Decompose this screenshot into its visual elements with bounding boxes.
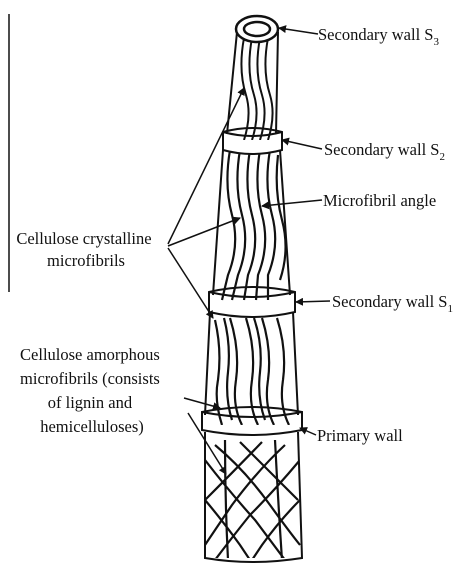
label-cellulose-amorphous: Cellulose amorphous microfibrils (consis… [20,345,164,436]
secondary-wall-s3-opening [236,16,278,42]
label-cellulose-crystalline: Cellulose crystalline microfibrils [16,229,155,270]
label-primary-wall: Primary wall [317,426,403,445]
pointer-microfibril-angle [262,200,322,206]
pointer-crystalline-3 [168,248,213,318]
secondary-wall-s3-section [227,32,278,140]
label-microfibril-angle: Microfibril angle [323,191,436,210]
secondary-wall-s1-ring [209,287,295,317]
pointer-s1 [296,301,330,302]
pointer-primary-wall [300,428,316,435]
pointer-s2 [282,140,322,149]
secondary-wall-s2-ring [223,128,282,154]
pointer-amorphous-1 [184,398,220,408]
label-secondary-wall-s2: Secondary wall S2 [324,140,445,163]
label-secondary-wall-s1: Secondary wall S1 [332,292,453,315]
secondary-wall-s2-section [213,150,290,300]
label-secondary-wall-s3: Secondary wall S3 [318,25,439,48]
pointer-s3 [279,28,318,34]
primary-wall-section [205,432,302,562]
